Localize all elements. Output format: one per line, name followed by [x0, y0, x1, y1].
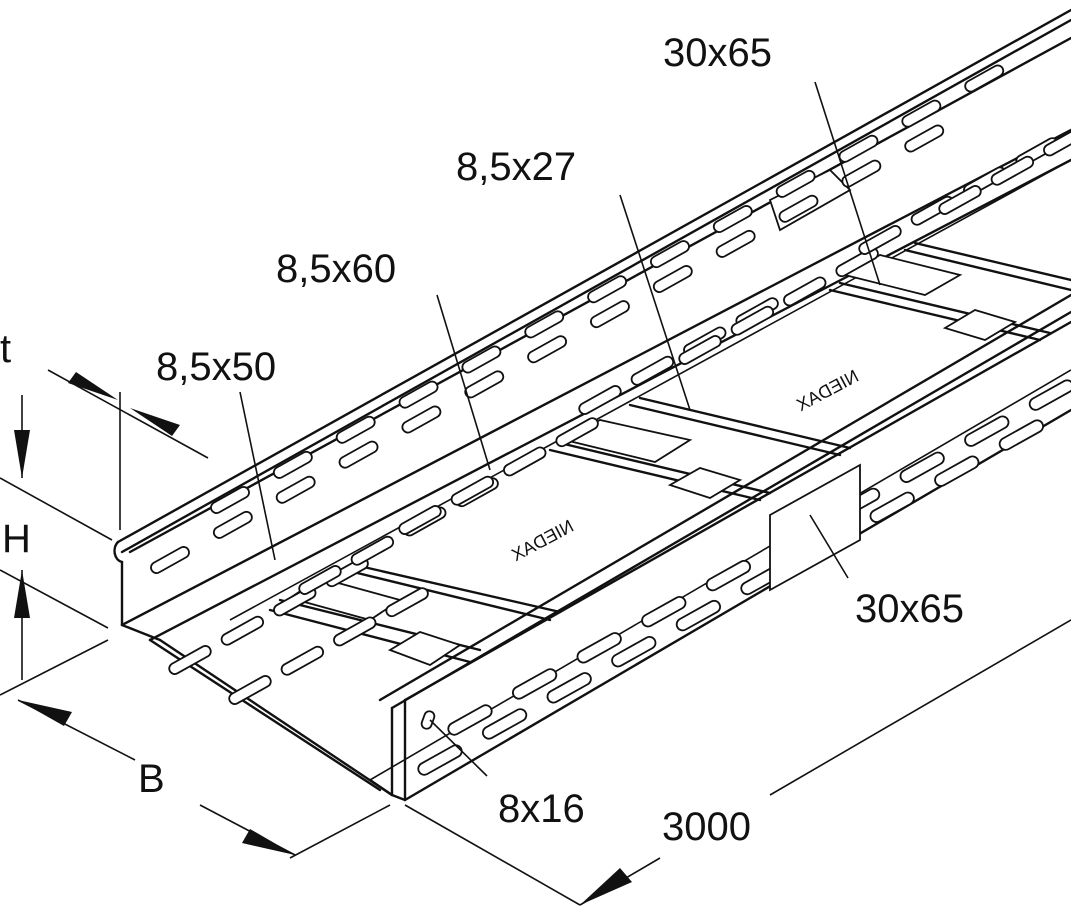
- floor-slot: [678, 335, 722, 365]
- dimension-length: [404, 619, 1071, 906]
- side-slot: [481, 708, 528, 740]
- floor-slot: [578, 385, 622, 415]
- floor-slot: [280, 645, 325, 676]
- wall-slot: [401, 405, 442, 434]
- side-slot: [447, 704, 493, 736]
- wall-slot: [650, 240, 690, 269]
- side-slot: [998, 419, 1044, 451]
- floor-slot: [555, 417, 599, 448]
- wall-slot: [778, 194, 819, 223]
- wall-slot: [272, 450, 313, 479]
- label-slot-end: 8x16: [498, 787, 585, 831]
- wall-slot: [775, 169, 816, 198]
- wall-slot: [275, 475, 316, 504]
- floor-slot: [298, 565, 342, 595]
- wall-slot: [527, 335, 568, 364]
- side-slot: [675, 599, 721, 632]
- floor-slot: [990, 155, 1035, 186]
- floor-slot: [350, 535, 395, 566]
- floor-slot: [1043, 126, 1071, 157]
- side-slot: [546, 672, 592, 704]
- floor-slot: [503, 446, 547, 477]
- floor-slot: [938, 185, 982, 215]
- wall-slot: [652, 265, 693, 293]
- side-slot: [611, 636, 657, 668]
- wall-slot: [335, 415, 376, 444]
- floor-slot: [398, 505, 442, 535]
- side-slot: [511, 668, 558, 700]
- wall-slot: [524, 310, 565, 339]
- side-slot: [964, 415, 1010, 447]
- floor-slot: [783, 276, 827, 307]
- end-slot: [420, 710, 436, 730]
- label-width: B: [138, 757, 165, 801]
- label-slot-center: 8,5x27: [456, 145, 576, 189]
- floor-slot: [730, 305, 775, 336]
- wall-slot: [587, 275, 628, 304]
- wall-slot: [590, 300, 630, 329]
- floor-slot: [228, 675, 272, 705]
- wall-slot: [464, 370, 505, 399]
- side-slot: [576, 632, 622, 664]
- wall-slot: [210, 486, 250, 514]
- side-slot: [899, 451, 945, 483]
- side-slot: [1028, 379, 1071, 411]
- oblong-slots: [150, 64, 1071, 776]
- label-slot-side-right: 30x65: [855, 587, 964, 631]
- wall-slot: [904, 124, 945, 153]
- floor-slot: [220, 615, 265, 646]
- side-cutout: [769, 463, 861, 592]
- marking-stamp-1: NIEDAX: [508, 516, 577, 565]
- wall-slot: [338, 440, 379, 469]
- dimension-t: [47, 369, 209, 530]
- marking-text: NIEDAX: [508, 516, 577, 565]
- side-slot: [705, 559, 751, 592]
- marking-stamp-2: NIEDAX: [793, 366, 862, 415]
- floor-slot: [858, 225, 902, 255]
- side-slot: [869, 491, 915, 523]
- wall-slot: [901, 99, 942, 128]
- wall-slot: [150, 546, 190, 574]
- dimension-b: [0, 639, 391, 859]
- side-slot: [417, 744, 463, 776]
- side-slot: [641, 596, 687, 628]
- floor-slot: [630, 355, 675, 386]
- leader-lines: [239, 81, 881, 777]
- wall-slot: [715, 229, 756, 258]
- floor-slot: [333, 616, 377, 647]
- label-thickness: t: [0, 327, 11, 371]
- wall-slot: [712, 205, 753, 233]
- label-slot-middle: 8,5x60: [276, 247, 396, 291]
- label-slot-top-right: 30x65: [663, 31, 772, 75]
- marking-text: NIEDAX: [793, 366, 862, 415]
- floor-slot: [168, 645, 212, 675]
- wall-slot: [398, 380, 439, 409]
- side-slot: [934, 455, 980, 487]
- wall-slot: [964, 64, 1005, 93]
- floor-slot: [450, 475, 495, 506]
- wall-slot: [461, 345, 502, 374]
- label-height: H: [2, 517, 31, 561]
- floor-slot: [835, 247, 879, 278]
- wall-slot: [212, 510, 253, 539]
- label-length: 3000: [662, 805, 751, 849]
- wall-slot: [841, 159, 882, 188]
- label-slot-left: 8,5x50: [156, 345, 276, 389]
- floor-slot: [385, 587, 429, 618]
- dimension-h: [0, 395, 113, 680]
